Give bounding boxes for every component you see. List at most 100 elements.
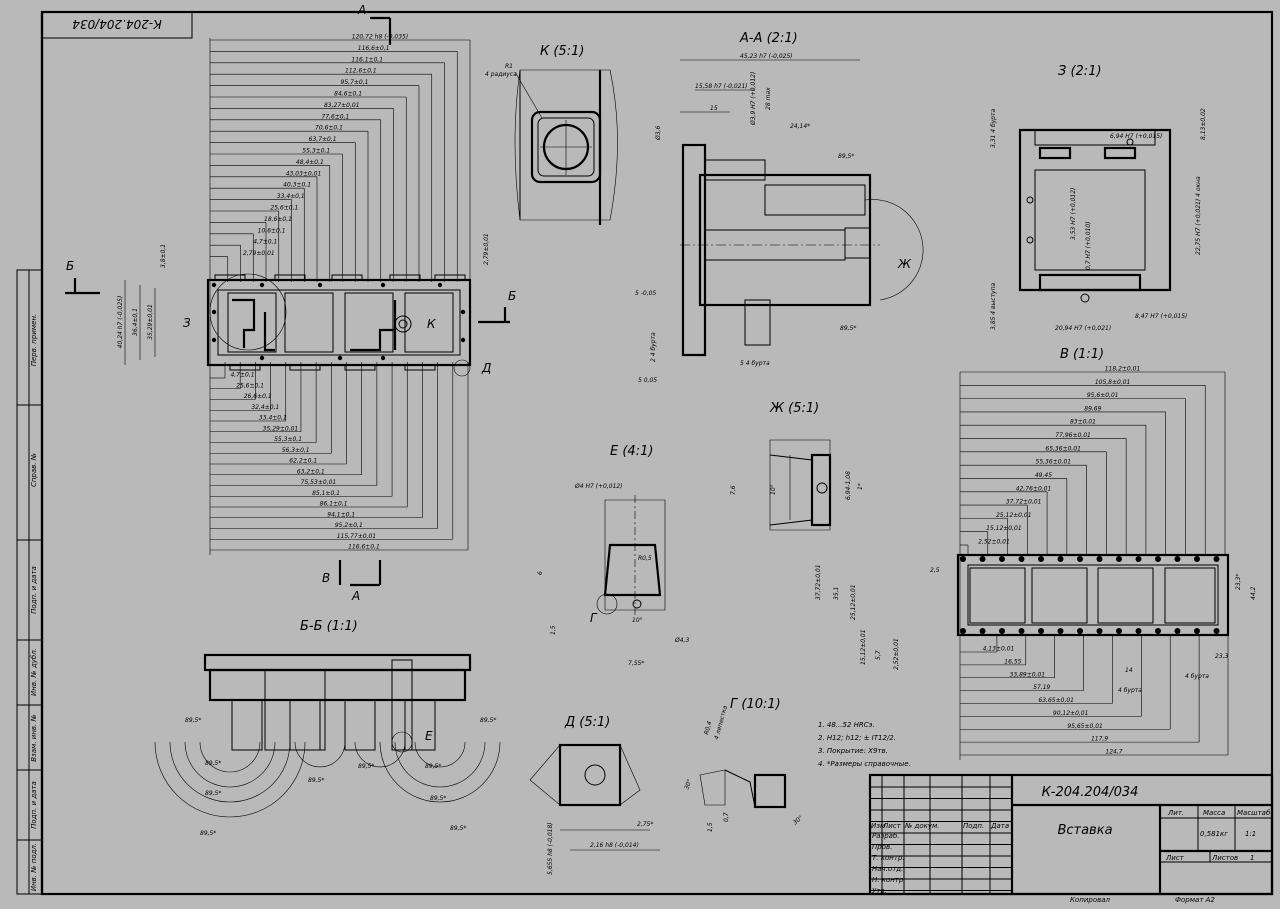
title-sheet-label: Лист bbox=[1165, 854, 1185, 862]
dim-v-bottom-2: 33,89±0,01 bbox=[1010, 671, 1046, 678]
title-drawing-number: К-204.204/034 bbox=[1042, 785, 1139, 800]
dim-aa-11: 5 0,05 bbox=[638, 377, 657, 384]
view-v-bottom-dims: 4,13±0,0116,5533,89±0,0157,1963,65±0,019… bbox=[960, 634, 1229, 756]
dim-bb-4: 89,5* bbox=[358, 763, 374, 770]
stamp-podp-data-1: Подп. и дата bbox=[30, 566, 38, 614]
dim-top-16: 18,6±0,1 bbox=[264, 216, 292, 223]
marker-b-right: Б bbox=[508, 289, 516, 303]
tb-row-4: Н. контр. bbox=[872, 876, 906, 884]
view-e: Е (4:1) Ø4 H7 (+0,012) R0,5 6 10° 1,5 Ø4… bbox=[537, 444, 689, 667]
title-sheets-label: Листов bbox=[1211, 854, 1238, 862]
main-hole bbox=[211, 309, 217, 315]
v-hole bbox=[1135, 556, 1142, 562]
v-hole bbox=[1174, 556, 1181, 562]
main-hole bbox=[211, 282, 217, 288]
dim-v-top-9: 42,76±0,01 bbox=[1016, 485, 1052, 492]
marker-a-top: А bbox=[357, 3, 366, 17]
view-v: В (1:1) 118,2±0,01105,8±0,0195,6±0,0189,… bbox=[815, 347, 1257, 760]
dim-bottom-14: 95,2±0,1 bbox=[335, 522, 363, 529]
v-hole bbox=[1155, 556, 1161, 562]
dim-top-17: 10,6±0,1 bbox=[258, 227, 286, 234]
dim-top-8: 70,6±0,1 bbox=[315, 125, 343, 132]
view-v-part-outline bbox=[956, 553, 1230, 637]
v-hole bbox=[1038, 556, 1044, 562]
dim-v-top-3: 89,69 bbox=[1084, 405, 1101, 412]
main-hole bbox=[380, 355, 386, 361]
dim-e-2: 6 bbox=[537, 571, 544, 575]
dim-bottom-2: 26,6±0,1 bbox=[244, 393, 272, 400]
v-hole bbox=[1018, 628, 1025, 634]
dim-z-1: 8,13±0,02 bbox=[1200, 108, 1207, 140]
dim-top-19: 2,79±0,01 bbox=[243, 250, 275, 257]
stamp-sprav: Справ. № bbox=[30, 453, 38, 487]
dim-v-bottom-0: 4,13±0,01 bbox=[983, 646, 1015, 653]
view-d: Д (5:1) 2,75* 5,655 h8 (-0,018) 2,16 h8 … bbox=[529, 715, 660, 875]
dim-v-side-1: 37,72±0,01 bbox=[815, 564, 822, 600]
dim-v-side-3: 25,12±0,01 bbox=[850, 584, 857, 620]
dim-z-0: 6,94 H7 (+0,015) bbox=[1110, 133, 1162, 140]
dim-bottom-15: 115,77±0,01 bbox=[337, 533, 376, 540]
dim-z-2: 3,31 4 бурта bbox=[990, 108, 997, 148]
bb-angle-arc bbox=[379, 741, 501, 803]
v-hole bbox=[1194, 628, 1200, 634]
dim-main-left-0: 40,24 h7 (-0,025) bbox=[117, 296, 124, 349]
view-k-title: К (5:1) bbox=[540, 44, 584, 59]
marker-k: К bbox=[427, 317, 436, 331]
dim-d-2: 2,16 h8 (-0,014) bbox=[590, 842, 639, 849]
dim-bottom-7: 56,3±0,1 bbox=[282, 447, 310, 454]
dim-z-3: 3,53 H7 (+0,012) bbox=[1070, 188, 1077, 240]
top-dimension-ladder: 120,72 h8 (-0,035)116,6±0,1116,1±0,1112,… bbox=[210, 34, 471, 282]
marker-z: З bbox=[183, 316, 191, 330]
dim-g-2: 30° bbox=[683, 778, 693, 790]
dim-aa-2: 15 bbox=[710, 105, 718, 112]
dim-aa-10: 2 4 бурта bbox=[650, 332, 657, 362]
dim-g-5: 0,7 bbox=[723, 812, 730, 822]
dim-v-top-1: 105,8±0,01 bbox=[1095, 379, 1131, 386]
marker-v: В bbox=[322, 571, 330, 585]
dim-bb-8: 89,5* bbox=[200, 830, 216, 837]
dim-top-10: 55,3±0,1 bbox=[302, 148, 330, 155]
dim-top-1: 116,6±0,1 bbox=[358, 45, 390, 52]
dim-e-4: 1,5 bbox=[550, 625, 557, 635]
view-g-title: Г (10:1) bbox=[730, 697, 781, 712]
view-v-top-dims: 118,2±0,01105,8±0,0195,6±0,0189,6983±0,0… bbox=[959, 366, 1226, 760]
technical-notes: 1. 48...52 HRCэ. 2. H12; h12; ± IT12/2. … bbox=[818, 721, 911, 768]
dim-v-side-0: 2,5 bbox=[930, 567, 940, 574]
v-hole bbox=[1116, 628, 1122, 634]
dim-top-12: 43,03±0,01 bbox=[286, 170, 322, 177]
dim-v-top-11: 25,12±0,01 bbox=[996, 512, 1032, 519]
dim-v-bottom-1: 16,55 bbox=[1004, 658, 1021, 665]
dim-aa-4: 28 max bbox=[765, 87, 772, 110]
dim-v-top-12: 15,12±0,01 bbox=[986, 525, 1022, 532]
side-stamp-column: Перв. примен. Справ. № Подп. и дата Инв.… bbox=[16, 269, 43, 895]
dim-z-8: 20,94 H7 (+0,021) bbox=[1055, 325, 1111, 332]
v-hole bbox=[1213, 556, 1220, 562]
v-hole bbox=[1174, 628, 1181, 634]
marker-a-bottom: А bbox=[351, 589, 360, 603]
tb-row-3: Нач.отд. bbox=[872, 865, 903, 873]
v-hole bbox=[999, 628, 1005, 634]
bb-angle-arc bbox=[169, 741, 291, 803]
dim-bb-9: 89,5* bbox=[450, 825, 466, 832]
v-hole bbox=[1057, 556, 1064, 562]
v-hole bbox=[960, 556, 966, 562]
dim-e-5: Ø4,3 bbox=[674, 637, 689, 644]
dim-v-bottom-7: 117,9 bbox=[1091, 736, 1108, 743]
tb-header-3: Подп. bbox=[963, 822, 984, 830]
note-2: 2. H12; h12; ± IT12/2. bbox=[818, 734, 896, 742]
main-hole bbox=[337, 355, 343, 361]
bottom-dimension-ladder: 4,7±0,125,6±0,126,6±0,132,4±0,133,4±0,13… bbox=[210, 362, 469, 551]
view-g: Г (10:1) R0,4 4 лепестка 30° 30° 1,5 0,7 bbox=[683, 697, 804, 832]
dim-g-4: 1,5 bbox=[707, 822, 714, 832]
dim-top-14: 33,4±0,1 bbox=[277, 193, 305, 200]
dim-d-1: 5,655 h8 (-0,018) bbox=[547, 822, 554, 875]
view-v-title: В (1:1) bbox=[1060, 347, 1104, 362]
v-hole bbox=[1116, 556, 1122, 562]
dim-aa-3: Ø3,9 H7 (+0,012) bbox=[750, 72, 757, 126]
dim-v-side-11: 4 бурта bbox=[1118, 687, 1142, 694]
bb-angle-arc bbox=[184, 741, 276, 788]
stamp-podp-data-2: Подп. и дата bbox=[30, 781, 38, 829]
dim-top-18: 4,7±0,1 bbox=[253, 239, 277, 246]
main-hole bbox=[380, 282, 386, 288]
